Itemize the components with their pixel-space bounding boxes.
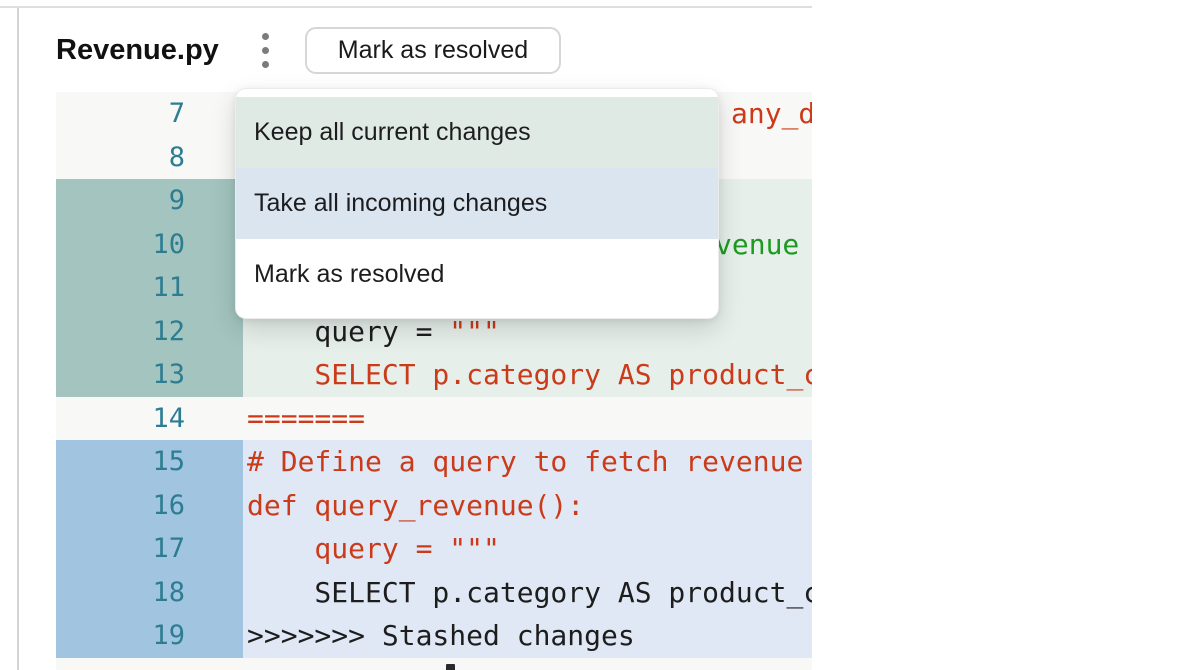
- code-segment: SELECT p.category AS product_c: [247, 575, 812, 609]
- code-line: 13 SELECT p.category AS product_c: [56, 353, 812, 397]
- code-segment: query = """: [247, 532, 500, 565]
- code-segment: venue: [715, 227, 800, 261]
- line-number: 15: [56, 440, 243, 484]
- line-number: 18: [56, 570, 243, 614]
- kebab-dot-icon: [262, 60, 270, 68]
- line-number: 14: [56, 396, 243, 440]
- pane-top-border: [0, 6, 812, 8]
- menu-item-mark-as-resolved[interactable]: Mark as resolved: [254, 260, 445, 288]
- code-line-content: >>>>>>> Stashed changes: [243, 614, 812, 658]
- conflict-actions-menu: Keep all current changes Take all incomi…: [235, 88, 719, 319]
- line-number: 17: [56, 527, 243, 571]
- kebab-menu-button[interactable]: [257, 27, 275, 73]
- code-line-content: SELECT p.category AS product_c: [243, 570, 812, 614]
- code-segment: SELECT p.category AS product_c: [247, 358, 812, 391]
- code-line: 17 query = """: [56, 527, 812, 571]
- code-line: 14=======: [56, 396, 812, 440]
- code-line-content: [243, 657, 812, 670]
- code-segment: =======: [247, 401, 366, 435]
- code-segment: # Define a query to fetch revenue: [247, 445, 804, 478]
- code-segment: query =: [247, 314, 450, 348]
- code-segment: >>>>>>> Stashed changes: [247, 619, 635, 652]
- line-number: 11: [56, 266, 243, 310]
- code-line-content: =======: [243, 396, 812, 440]
- code-line: 15# Define a query to fetch revenue: [56, 440, 812, 484]
- line-number: 8: [56, 135, 243, 179]
- line-number: 9: [56, 179, 243, 223]
- line-number: 19: [56, 614, 243, 658]
- code-segment: any_da: [731, 97, 812, 130]
- pane-left-border: [17, 8, 19, 670]
- code-line-content: def query_revenue():: [243, 483, 812, 527]
- code-segment: """: [449, 314, 500, 348]
- kebab-dot-icon: [262, 46, 270, 54]
- file-name: Revenue.py: [56, 33, 219, 66]
- file-header: Revenue.py Mark as resolved: [56, 26, 562, 74]
- kebab-dot-icon: [262, 32, 270, 40]
- line-number: 16: [56, 483, 243, 527]
- code-line: [56, 657, 812, 670]
- code-line: 18 SELECT p.category AS product_c: [56, 570, 812, 614]
- menu-item-keep-current-changes[interactable]: Keep all current changes: [236, 97, 718, 168]
- line-number: 10: [56, 222, 243, 266]
- clipped-glyph-fragment: [446, 663, 455, 670]
- code-line-content: # Define a query to fetch revenue: [243, 440, 812, 484]
- line-number: 7: [56, 92, 243, 136]
- menu-item-take-incoming-changes[interactable]: Take all incoming changes: [236, 168, 718, 239]
- mark-as-resolved-button[interactable]: Mark as resolved: [304, 26, 562, 74]
- code-line-content: query = """: [243, 527, 812, 571]
- code-segment: def query_revenue():: [247, 488, 585, 522]
- line-number: 13: [56, 353, 243, 397]
- code-line: 19>>>>>>> Stashed changes: [56, 614, 812, 658]
- code-line-content: SELECT p.category AS product_c: [243, 353, 812, 397]
- line-number: [56, 657, 243, 670]
- line-number: 12: [56, 309, 243, 353]
